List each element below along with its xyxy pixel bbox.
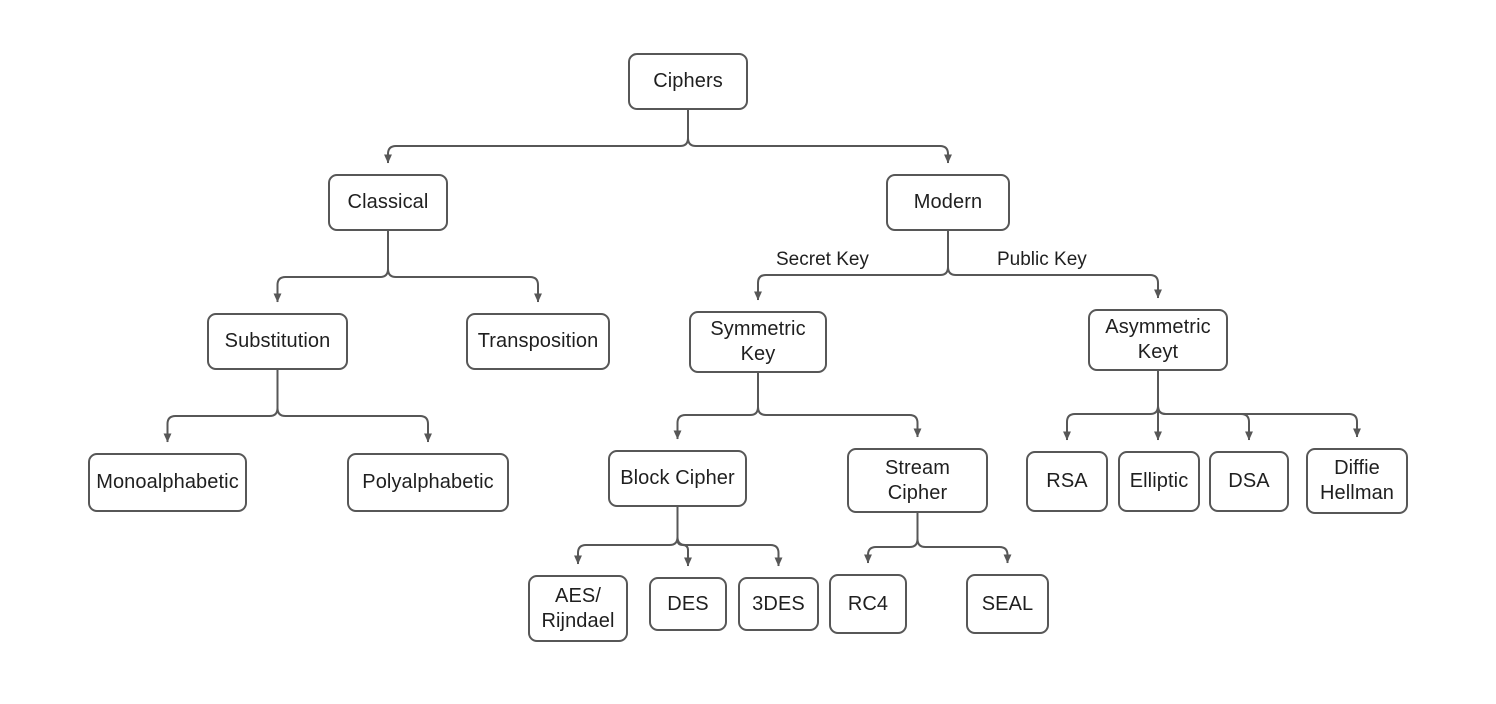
edge-connector <box>276 370 432 443</box>
node-3des[interactable]: 3DES <box>738 577 819 631</box>
edge-connector <box>676 507 692 567</box>
edge-connector <box>1157 371 1361 438</box>
node-asymmetric-key[interactable]: Asymmetric Keyt <box>1088 309 1228 371</box>
edge-connector <box>384 110 689 164</box>
edge-connector <box>864 513 919 564</box>
node-substitution[interactable]: Substitution <box>207 313 348 370</box>
edge-connector <box>687 110 952 164</box>
node-seal[interactable]: SEAL <box>966 574 1049 634</box>
node-rc4[interactable]: RC4 <box>829 574 907 634</box>
node-classical[interactable]: Classical <box>328 174 448 231</box>
edge-connector <box>1157 371 1253 441</box>
edge-connector <box>574 507 679 565</box>
node-monoalphabetic[interactable]: Monoalphabetic <box>88 453 247 512</box>
node-stream-cipher[interactable]: Stream Cipher <box>847 448 988 513</box>
edge-connector <box>273 231 389 303</box>
public-key-label: Public Key <box>993 249 1091 271</box>
node-symmetric-key[interactable]: Symmetric Key <box>689 311 827 373</box>
node-des[interactable]: DES <box>649 577 727 631</box>
edge-connector <box>757 373 922 438</box>
edge-connector <box>947 231 1162 299</box>
edge-connector <box>1063 371 1159 441</box>
edge-connector <box>916 513 1012 564</box>
node-aes-rijndael[interactable]: AES/ Rijndael <box>528 575 628 642</box>
node-block-cipher[interactable]: Block Cipher <box>608 450 747 507</box>
node-modern[interactable]: Modern <box>886 174 1010 231</box>
node-dsa[interactable]: DSA <box>1209 451 1289 512</box>
node-ciphers[interactable]: Ciphers <box>628 53 748 110</box>
secret-key-label: Secret Key <box>772 249 873 271</box>
edge-connector <box>673 373 759 440</box>
node-diffie-hellman[interactable]: Diffie Hellman <box>1306 448 1408 514</box>
edge-connector <box>676 507 783 567</box>
node-polyalphabetic[interactable]: Polyalphabetic <box>347 453 509 512</box>
edge-connector <box>387 231 542 303</box>
node-elliptic[interactable]: Elliptic <box>1118 451 1200 512</box>
edge-paths <box>163 110 1361 567</box>
node-transposition[interactable]: Transposition <box>466 313 610 370</box>
edge-connector <box>163 370 279 443</box>
node-rsa[interactable]: RSA <box>1026 451 1108 512</box>
